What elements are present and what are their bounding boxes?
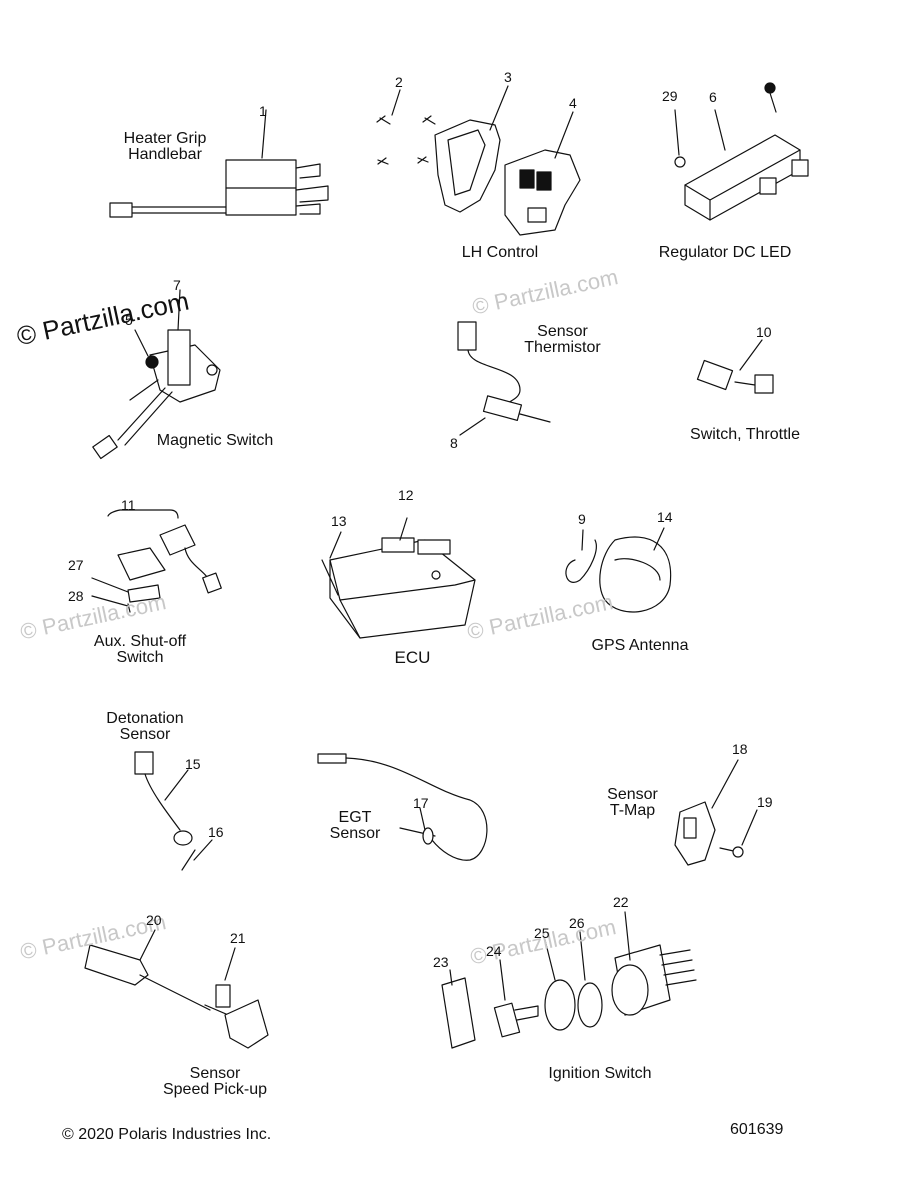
diagram-number: 601639 bbox=[730, 1121, 784, 1138]
callout-9: 9 bbox=[578, 511, 586, 527]
callout-4: 4 bbox=[569, 95, 577, 111]
aux-shutoff-switch-part bbox=[91, 509, 222, 613]
tmap-sensor-part bbox=[674, 759, 758, 866]
label-magnetic-switch: Magnetic Switch bbox=[156, 432, 274, 449]
callout-27: 27 bbox=[68, 557, 84, 573]
callout-21: 21 bbox=[230, 930, 246, 946]
sensor-thermistor-part bbox=[457, 321, 551, 436]
callout-23: 23 bbox=[433, 954, 449, 970]
callout-28: 28 bbox=[68, 588, 84, 604]
lh-control-switch-part bbox=[504, 111, 581, 236]
label-ecu: ECU bbox=[394, 648, 431, 667]
callout-29: 29 bbox=[662, 88, 678, 104]
callout-10: 10 bbox=[756, 324, 772, 340]
copyright-notice: © 2020 Polaris Industries Inc. bbox=[62, 1126, 272, 1143]
callout-12: 12 bbox=[398, 487, 414, 503]
lh-control-housing-part bbox=[434, 85, 509, 213]
callout-19: 19 bbox=[757, 794, 773, 810]
gps-antenna-part bbox=[565, 527, 672, 613]
callout-16: 16 bbox=[208, 824, 224, 840]
label-lh-control: LH Control bbox=[461, 244, 539, 261]
callout-3: 3 bbox=[504, 69, 512, 85]
callout-6: 6 bbox=[709, 89, 717, 105]
callout-8: 8 bbox=[450, 435, 458, 451]
callout-17: 17 bbox=[413, 795, 429, 811]
callout-2: 2 bbox=[395, 74, 403, 90]
callout-24: 24 bbox=[486, 943, 502, 959]
ecu-part bbox=[321, 517, 476, 639]
callout-20: 20 bbox=[146, 912, 162, 928]
heater-grip-harness-part bbox=[109, 109, 329, 218]
callout-13: 13 bbox=[331, 513, 347, 529]
callout-5: 5 bbox=[125, 312, 133, 328]
ignition-switch-part bbox=[441, 911, 697, 1049]
callout-26: 26 bbox=[569, 915, 585, 931]
callout-14: 14 bbox=[657, 509, 673, 525]
label-ignition-switch: Ignition Switch bbox=[548, 1065, 652, 1082]
callout-1: 1 bbox=[259, 103, 267, 119]
callout-25: 25 bbox=[534, 925, 550, 941]
callout-15: 15 bbox=[185, 756, 201, 772]
label-regulator: Regulator DC LED bbox=[658, 244, 792, 261]
callout-7: 7 bbox=[173, 277, 181, 293]
magnetic-switch-part bbox=[92, 289, 221, 460]
throttle-switch-part bbox=[696, 339, 774, 394]
label-switch-throttle: Switch, Throttle bbox=[690, 426, 800, 443]
speed-pickup-sensor-part bbox=[84, 929, 269, 1049]
callout-22: 22 bbox=[613, 894, 629, 910]
label-gps-antenna: GPS Antenna bbox=[591, 637, 689, 654]
detonation-sensor-part bbox=[134, 751, 213, 871]
egt-sensor-part bbox=[317, 753, 488, 861]
regulator-part bbox=[684, 82, 809, 221]
nut-29-part bbox=[674, 109, 686, 168]
callout-18: 18 bbox=[732, 741, 748, 757]
callout-11: 11 bbox=[121, 497, 136, 513]
screw-part bbox=[376, 89, 436, 165]
